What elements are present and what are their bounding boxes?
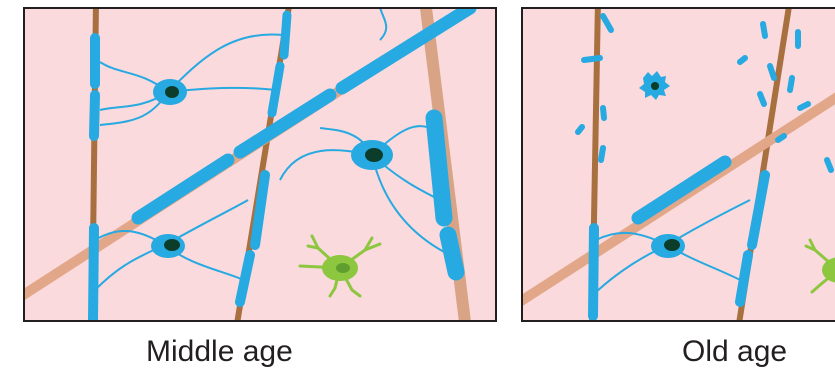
panel-label-middle-age: Middle age: [146, 334, 293, 370]
myelin-sheath: [284, 15, 287, 55]
myelin-sheath: [593, 228, 594, 316]
panel-label-old-age: Old age: [682, 334, 787, 370]
myelin-sheath: [93, 228, 94, 320]
panel-middle-age: [0, 0, 496, 330]
myelin-sheath: [94, 95, 95, 136]
oligodendrocyte-icon: [151, 234, 185, 258]
oligodendrocyte-icon: [153, 79, 187, 105]
myelin-sheath: [434, 118, 444, 218]
oligodendrocyte-icon: [351, 140, 393, 170]
oligodendrocyte-icon: [651, 234, 685, 258]
panel-old-age: [515, 0, 835, 330]
